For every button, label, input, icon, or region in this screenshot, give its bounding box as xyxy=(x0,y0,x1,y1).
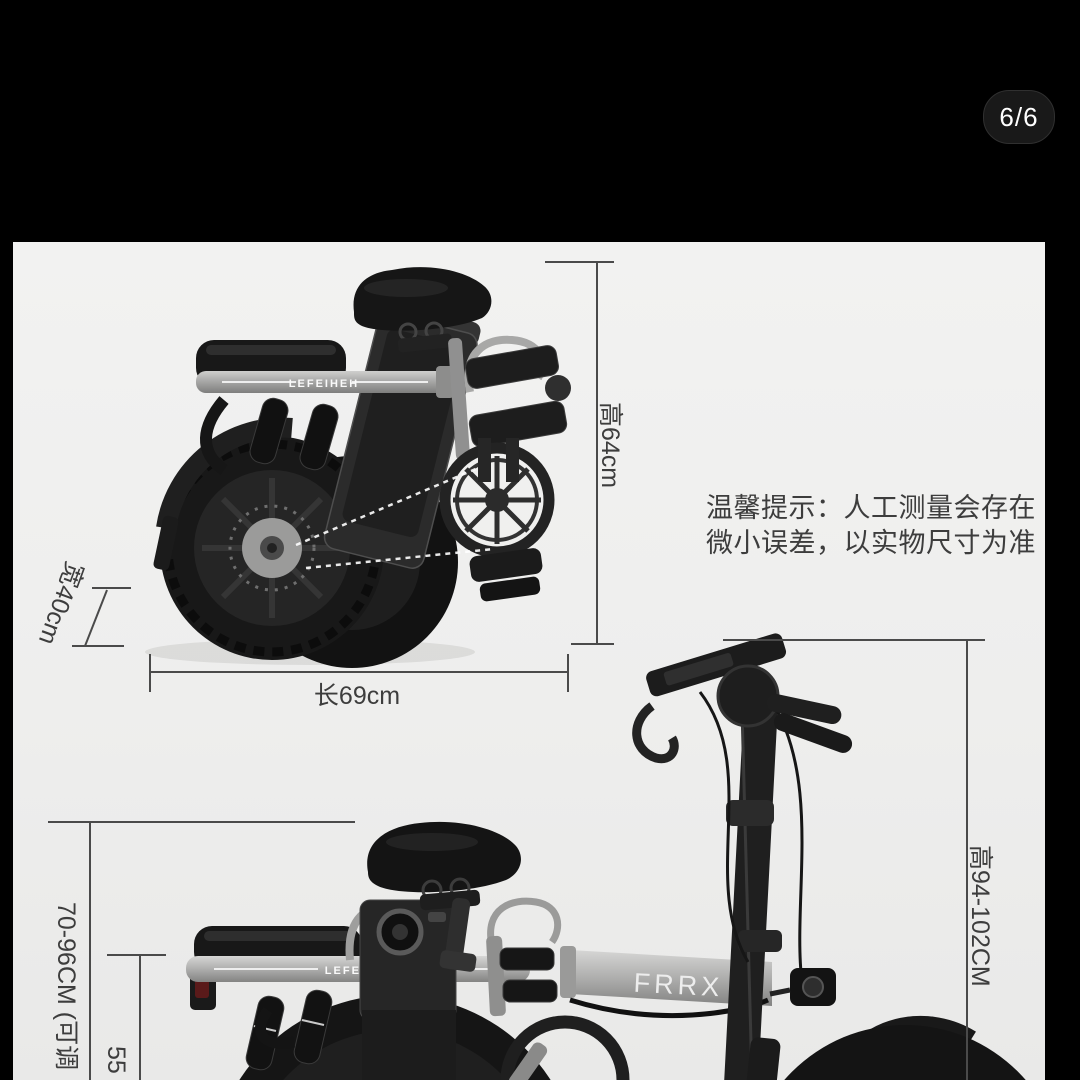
measurement-notice: 温馨提示：人工测量会存在 微小误差，以实物尺寸为准 xyxy=(706,491,1036,561)
page-indicator-text: 6/6 xyxy=(999,101,1039,132)
folded-width-dimension: 宽40cm xyxy=(33,558,131,649)
notice-line-1: 温馨提示：人工测量会存在 xyxy=(706,493,1036,523)
standing-height-dimension: 高94-102CM xyxy=(723,639,994,1080)
partial-dimension-label: 55 xyxy=(102,1046,130,1074)
folded-width-label: 宽40cm xyxy=(33,558,89,649)
folded-bike-rail-brand: LEFEIHEH xyxy=(289,378,359,390)
standing-height-label: 高94-102CM xyxy=(966,845,994,987)
folded-height-label: 高64cm xyxy=(596,402,624,488)
standing-bike-illustration: LEFEIHEH xyxy=(186,633,1026,1080)
folded-height-dimension: 高64cm xyxy=(545,261,624,645)
folded-bike-illustration: LEFEIHEH xyxy=(145,267,571,668)
dimension-diagram: LEFEIHEH xyxy=(33,261,1026,1080)
product-image-panel[interactable]: 温馨提示：人工测量会存在 微小误差，以实物尺寸为准 xyxy=(13,242,1045,1080)
seat-height-label: 70-96CM (可调 xyxy=(52,902,80,1070)
folded-length-label: 长69cm xyxy=(314,682,400,710)
partial-dimension: 55 xyxy=(102,954,166,1080)
folded-length-dimension: 长69cm xyxy=(149,654,569,710)
page-indicator-badge: 6/6 xyxy=(983,90,1055,144)
seat-height-dimension: 70-96CM (可调 xyxy=(48,821,355,1080)
notice-line-2: 微小误差，以实物尺寸为准 xyxy=(706,528,1036,558)
standing-bike-frame-logo: FRRX xyxy=(633,968,724,1003)
